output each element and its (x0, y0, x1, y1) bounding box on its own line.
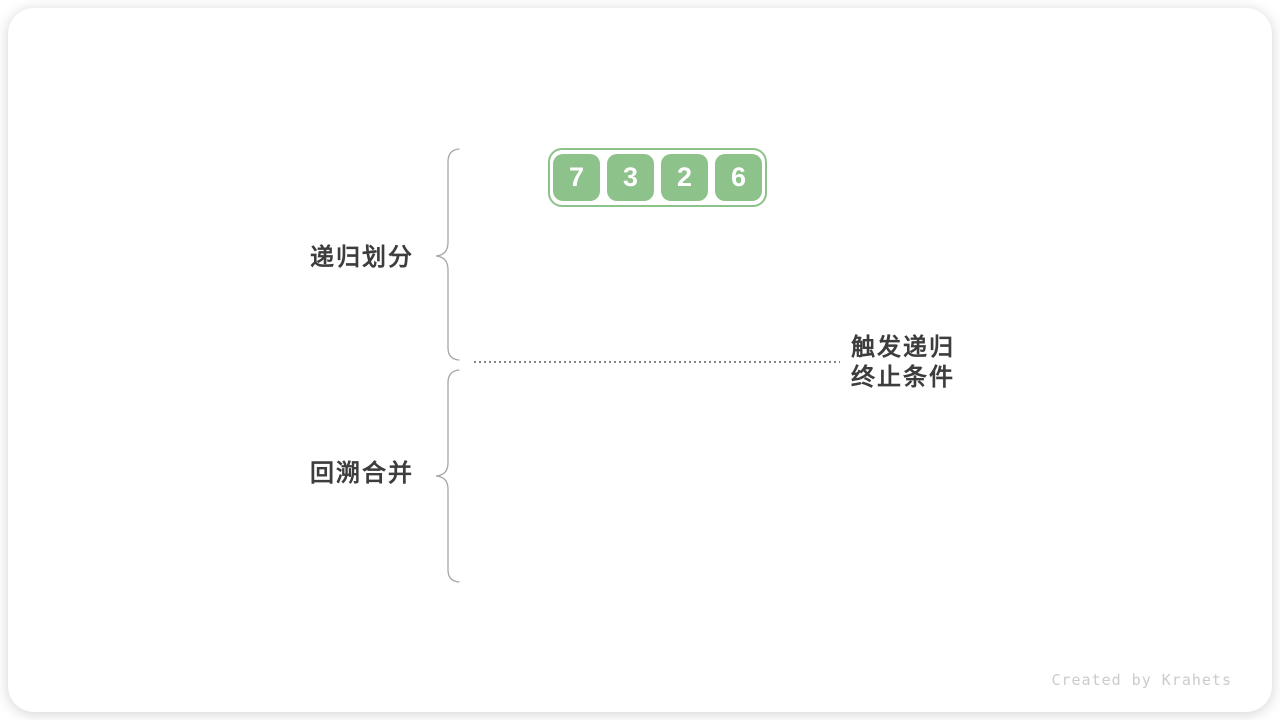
array-cell: 2 (661, 154, 708, 201)
label-termination-line1: 触发递归 (851, 334, 955, 361)
array-cell: 6 (715, 154, 762, 201)
bottom-brace (435, 369, 460, 583)
array-frame: 7 3 2 6 (548, 148, 767, 207)
watermark-credit: Created by Krahets (1051, 671, 1232, 689)
termination-dotted-line (474, 361, 840, 363)
diagram-card: 7 3 2 6 递归划分 回溯合并 触发递归 终止条件 Created by K… (8, 8, 1272, 712)
array-cell: 3 (607, 154, 654, 201)
array-cell: 7 (553, 154, 600, 201)
top-brace (435, 148, 460, 361)
label-recursive-divide: 递归划分 (310, 244, 414, 271)
label-backtrack-merge: 回溯合并 (310, 460, 414, 487)
label-termination-condition: 触发递归 终止条件 (851, 333, 955, 393)
phase-braces (435, 148, 460, 583)
label-termination-line2: 终止条件 (851, 364, 955, 391)
